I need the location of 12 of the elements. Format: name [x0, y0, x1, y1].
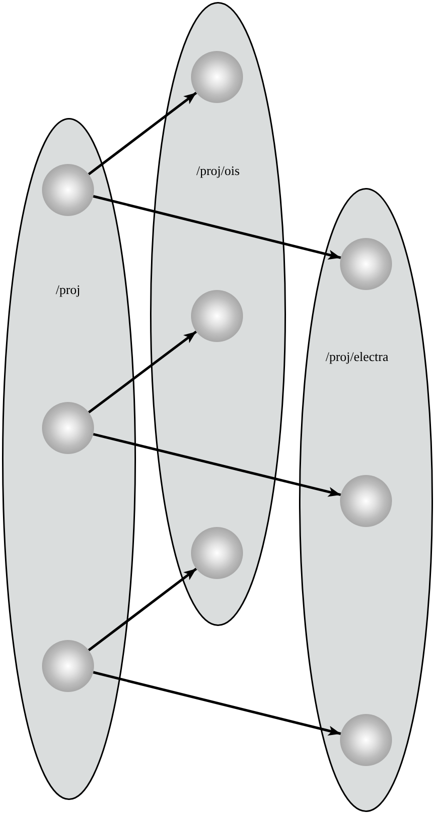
ellipse-group — [299, 188, 433, 812]
path-label: /proj — [56, 282, 80, 298]
path-label: /proj/ois — [196, 163, 240, 179]
arrow — [88, 568, 198, 652]
arrow — [92, 432, 342, 497]
arrow — [88, 330, 197, 414]
arrow — [92, 195, 342, 260]
arrow — [88, 92, 198, 176]
ellipse-group — [2, 118, 136, 800]
path-label: /proj/electra — [326, 349, 388, 365]
arrow — [92, 671, 342, 736]
ellipse-group — [150, 2, 286, 626]
